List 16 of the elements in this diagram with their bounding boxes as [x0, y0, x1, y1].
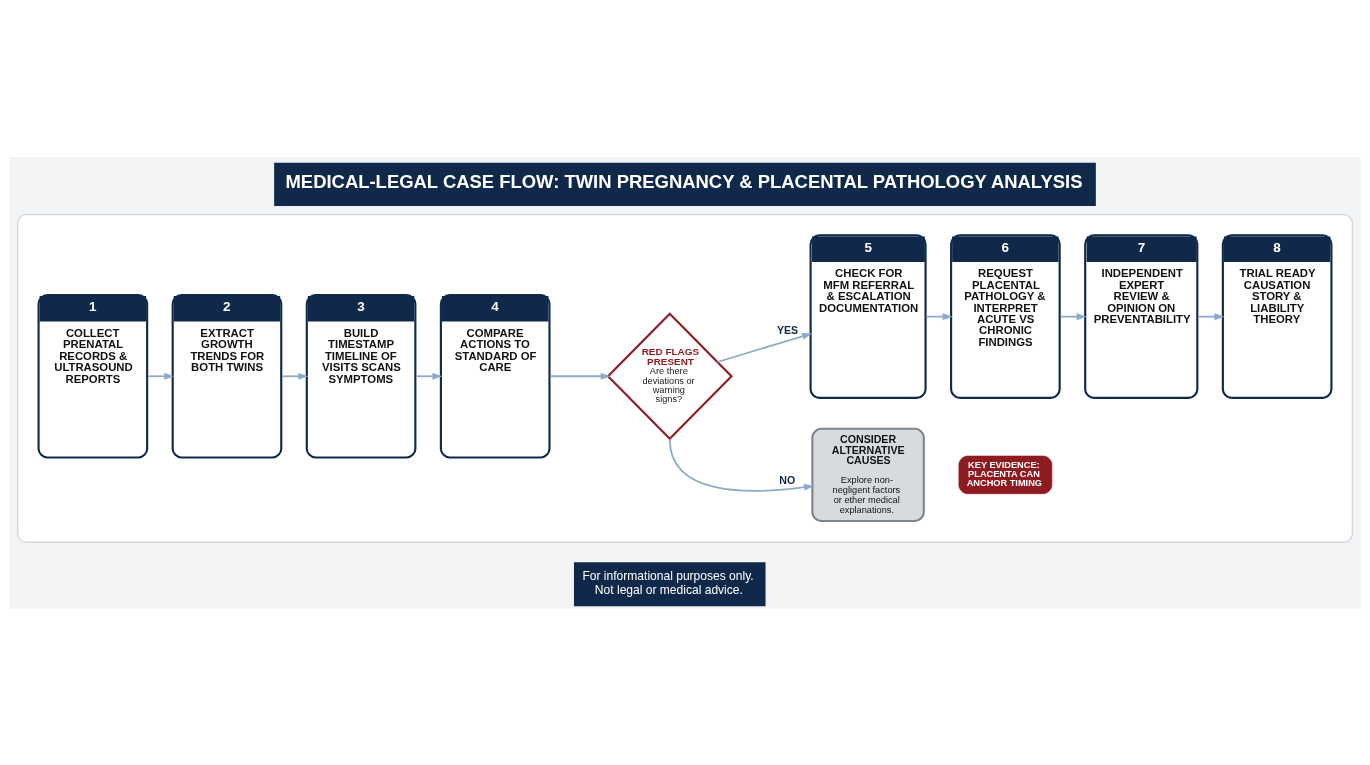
edge-label: NO	[779, 473, 796, 486]
arrow	[415, 372, 443, 380]
arrow	[925, 312, 953, 320]
arrow	[549, 372, 611, 380]
arrow	[1059, 312, 1087, 320]
cluster	[16, 213, 1354, 543]
arrow	[716, 332, 813, 363]
caption: For informational purposes only. Not legal or medical advice.	[582, 568, 754, 597]
edge-label: YES	[776, 323, 799, 336]
arrow	[668, 438, 814, 492]
diagram-title: MEDICAL-LEGAL CASE FLOW: TWIN PREGNANCY & PLACENTAL PATHOLOGY ANALYSIS	[285, 170, 1083, 192]
arrow	[147, 372, 175, 380]
node-box: KEY EVIDENCE: PLACENTA CAN ANCHOR TIMING	[958, 455, 1053, 494]
arrow	[1197, 312, 1225, 320]
node-diamond: RED FLAGS PRESENT Are there deviations or warning signs?	[606, 311, 733, 440]
arrow	[281, 372, 309, 380]
